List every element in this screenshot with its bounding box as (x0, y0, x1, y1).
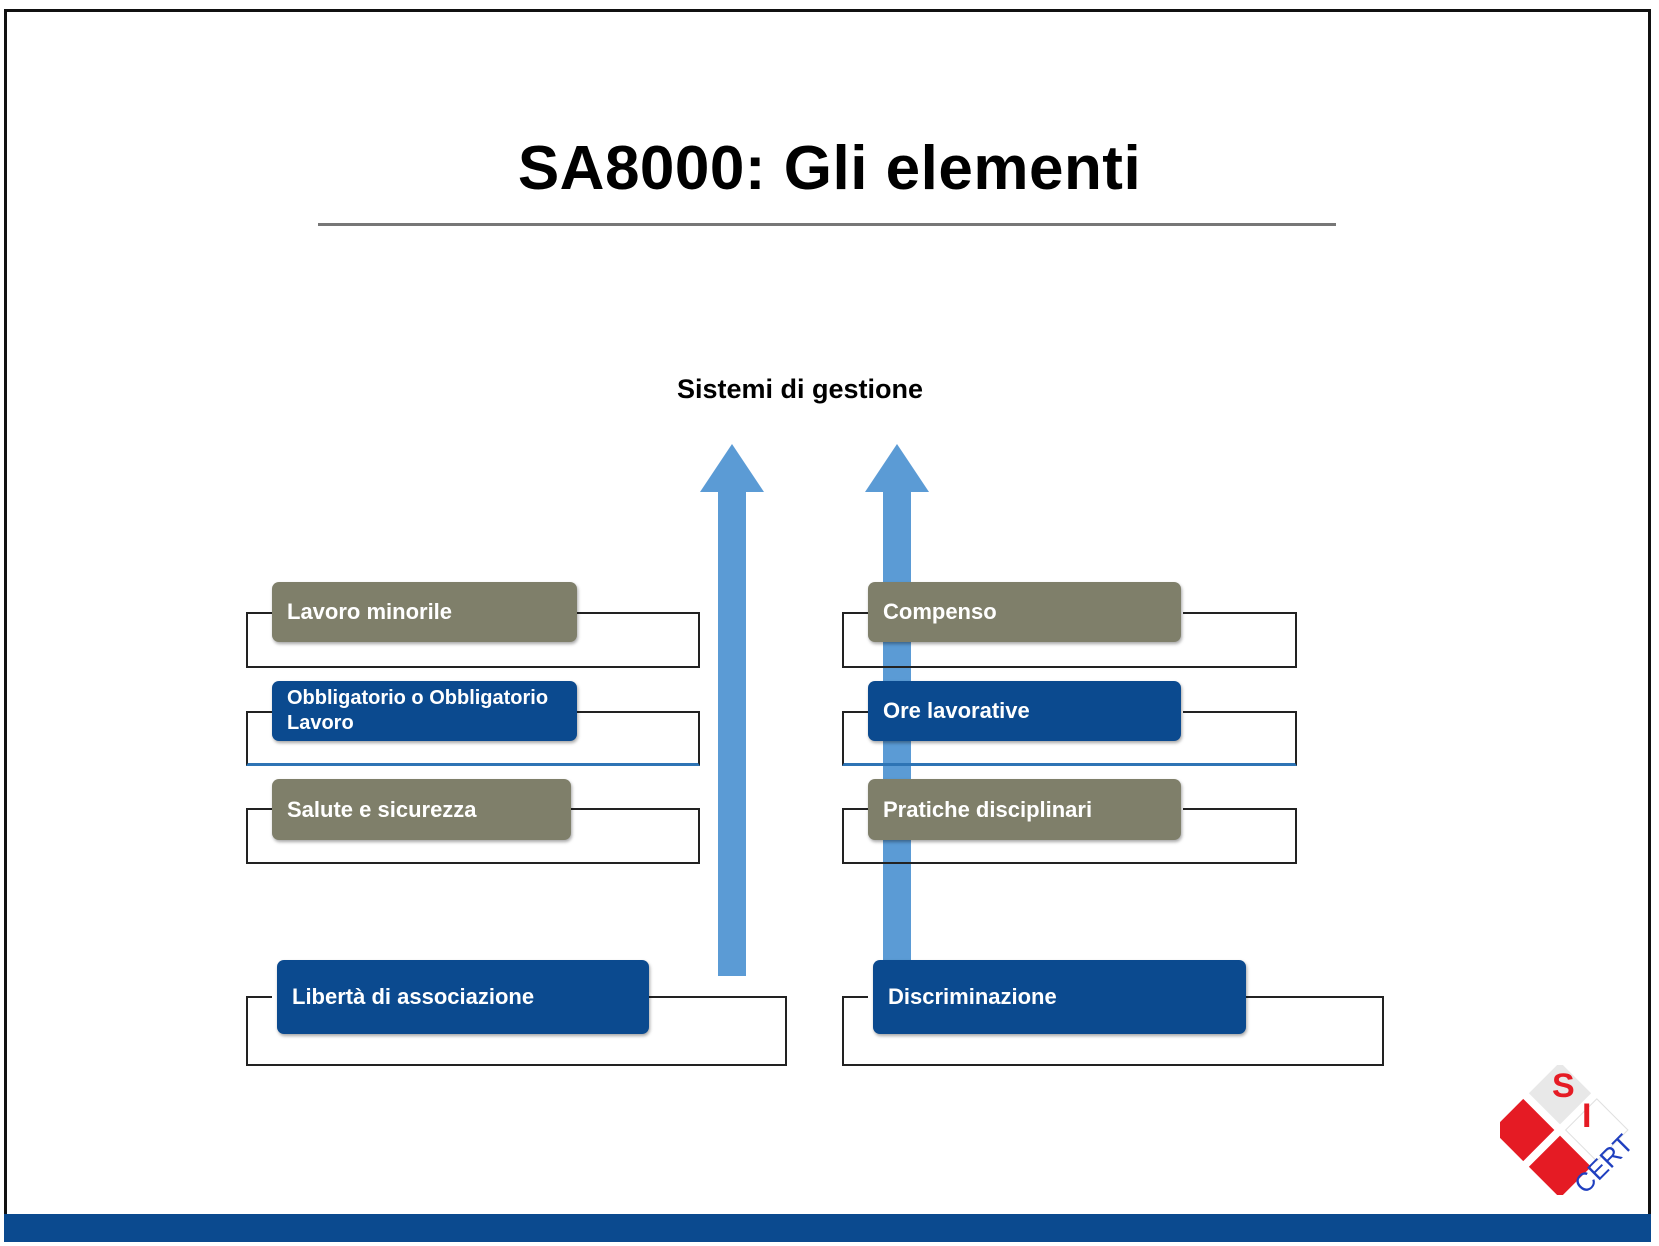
bottom-right-frame (842, 996, 1384, 1066)
diagram-top-label: Sistemi di gestione (676, 374, 924, 404)
sicert-logo-icon: S I CERT (1500, 1065, 1639, 1195)
element-pratiche-disciplinari: Pratiche disciplinari (868, 779, 1181, 840)
element-liberta-associazione: Libertà di associazione (277, 960, 649, 1034)
left-frame-3 (246, 808, 700, 864)
element-compenso: Compenso (868, 582, 1181, 642)
slide-title: SA8000: Gli elementi (517, 134, 1142, 203)
footer-bar (4, 1214, 1651, 1242)
right-frame-3 (842, 808, 1297, 864)
left-frame-1 (246, 612, 700, 668)
element-lavoro-minorile: Lavoro minorile (272, 582, 577, 642)
element-ore-lavorative: Ore lavorative (868, 681, 1181, 741)
right-frame-2 (842, 711, 1297, 766)
bottom-left-frame (246, 996, 787, 1066)
arrow-left-up-icon (700, 444, 764, 976)
svg-text:I: I (1582, 1097, 1591, 1135)
right-frame-1 (842, 612, 1297, 668)
element-discriminazione: Discriminazione (873, 960, 1246, 1034)
left-frame-2 (246, 711, 700, 766)
element-lavoro-obbligatorio: Obbligatorio o Obbligatorio Lavoro (272, 681, 577, 741)
title-divider (318, 223, 1336, 226)
element-salute-sicurezza: Salute e sicurezza (272, 779, 571, 840)
svg-text:S: S (1552, 1067, 1575, 1105)
